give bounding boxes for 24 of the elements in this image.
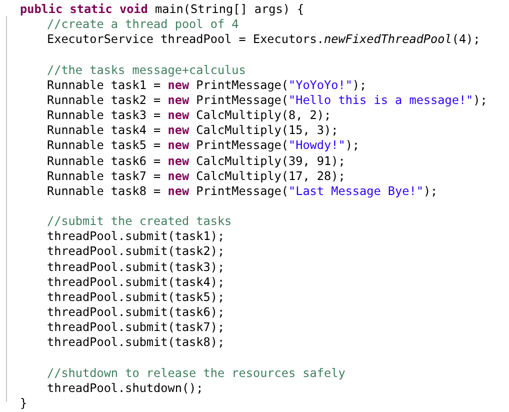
code-line: threadPool.submit(task7); — [47, 320, 225, 334]
code-line: //the tasks message+calculus — [47, 62, 246, 77]
code-line: Runnable task4 = new CalcMultiply(15, 3); — [47, 123, 338, 138]
code-line: threadPool.submit(task6); — [47, 305, 225, 319]
code-line: ExecutorService threadPool = Executors.newFixedThreadPool(4); — [47, 32, 480, 46]
code-line: Runnable task3 = new CalcMultiply(8, 2); — [47, 108, 332, 122]
code-line: Runnable task5 = new PrintMessage("Howdy!"); — [47, 138, 360, 152]
code-line: Runnable task8 = new PrintMessage("Last Message Bye!"); — [47, 184, 438, 198]
code-line: threadPool.submit(task3); — [47, 260, 225, 274]
code-line: //shutdown to release the resources safely — [47, 366, 346, 380]
code-line: threadPool.submit(task1); — [47, 229, 225, 244]
code-line: threadPool.submit(task2); — [47, 244, 225, 258]
code-line: //create a thread pool of 4 — [47, 17, 239, 32]
code-line: public static void main(String[] args) { — [20, 2, 304, 16]
code-line: //submit the created tasks — [47, 214, 232, 228]
code-line: threadPool.submit(task5); — [47, 290, 225, 304]
code-line: Runnable task2 = new PrintMessage("Hello this is a message!"); — [47, 92, 488, 107]
code-line: threadPool.shutdown(); — [47, 380, 204, 395]
code-line: threadPool.submit(task4); — [47, 274, 225, 289]
code-line: } — [20, 396, 28, 410]
code-line: Runnable task1 = new PrintMessage("YoYoYo!"); — [47, 78, 367, 92]
code-line: Runnable task7 = new CalcMultiply(17, 28); — [47, 168, 346, 183]
code-line: threadPool.submit(task8); — [47, 335, 225, 350]
code-line: Runnable task6 = new CalcMultiply(39, 91); — [47, 154, 346, 168]
